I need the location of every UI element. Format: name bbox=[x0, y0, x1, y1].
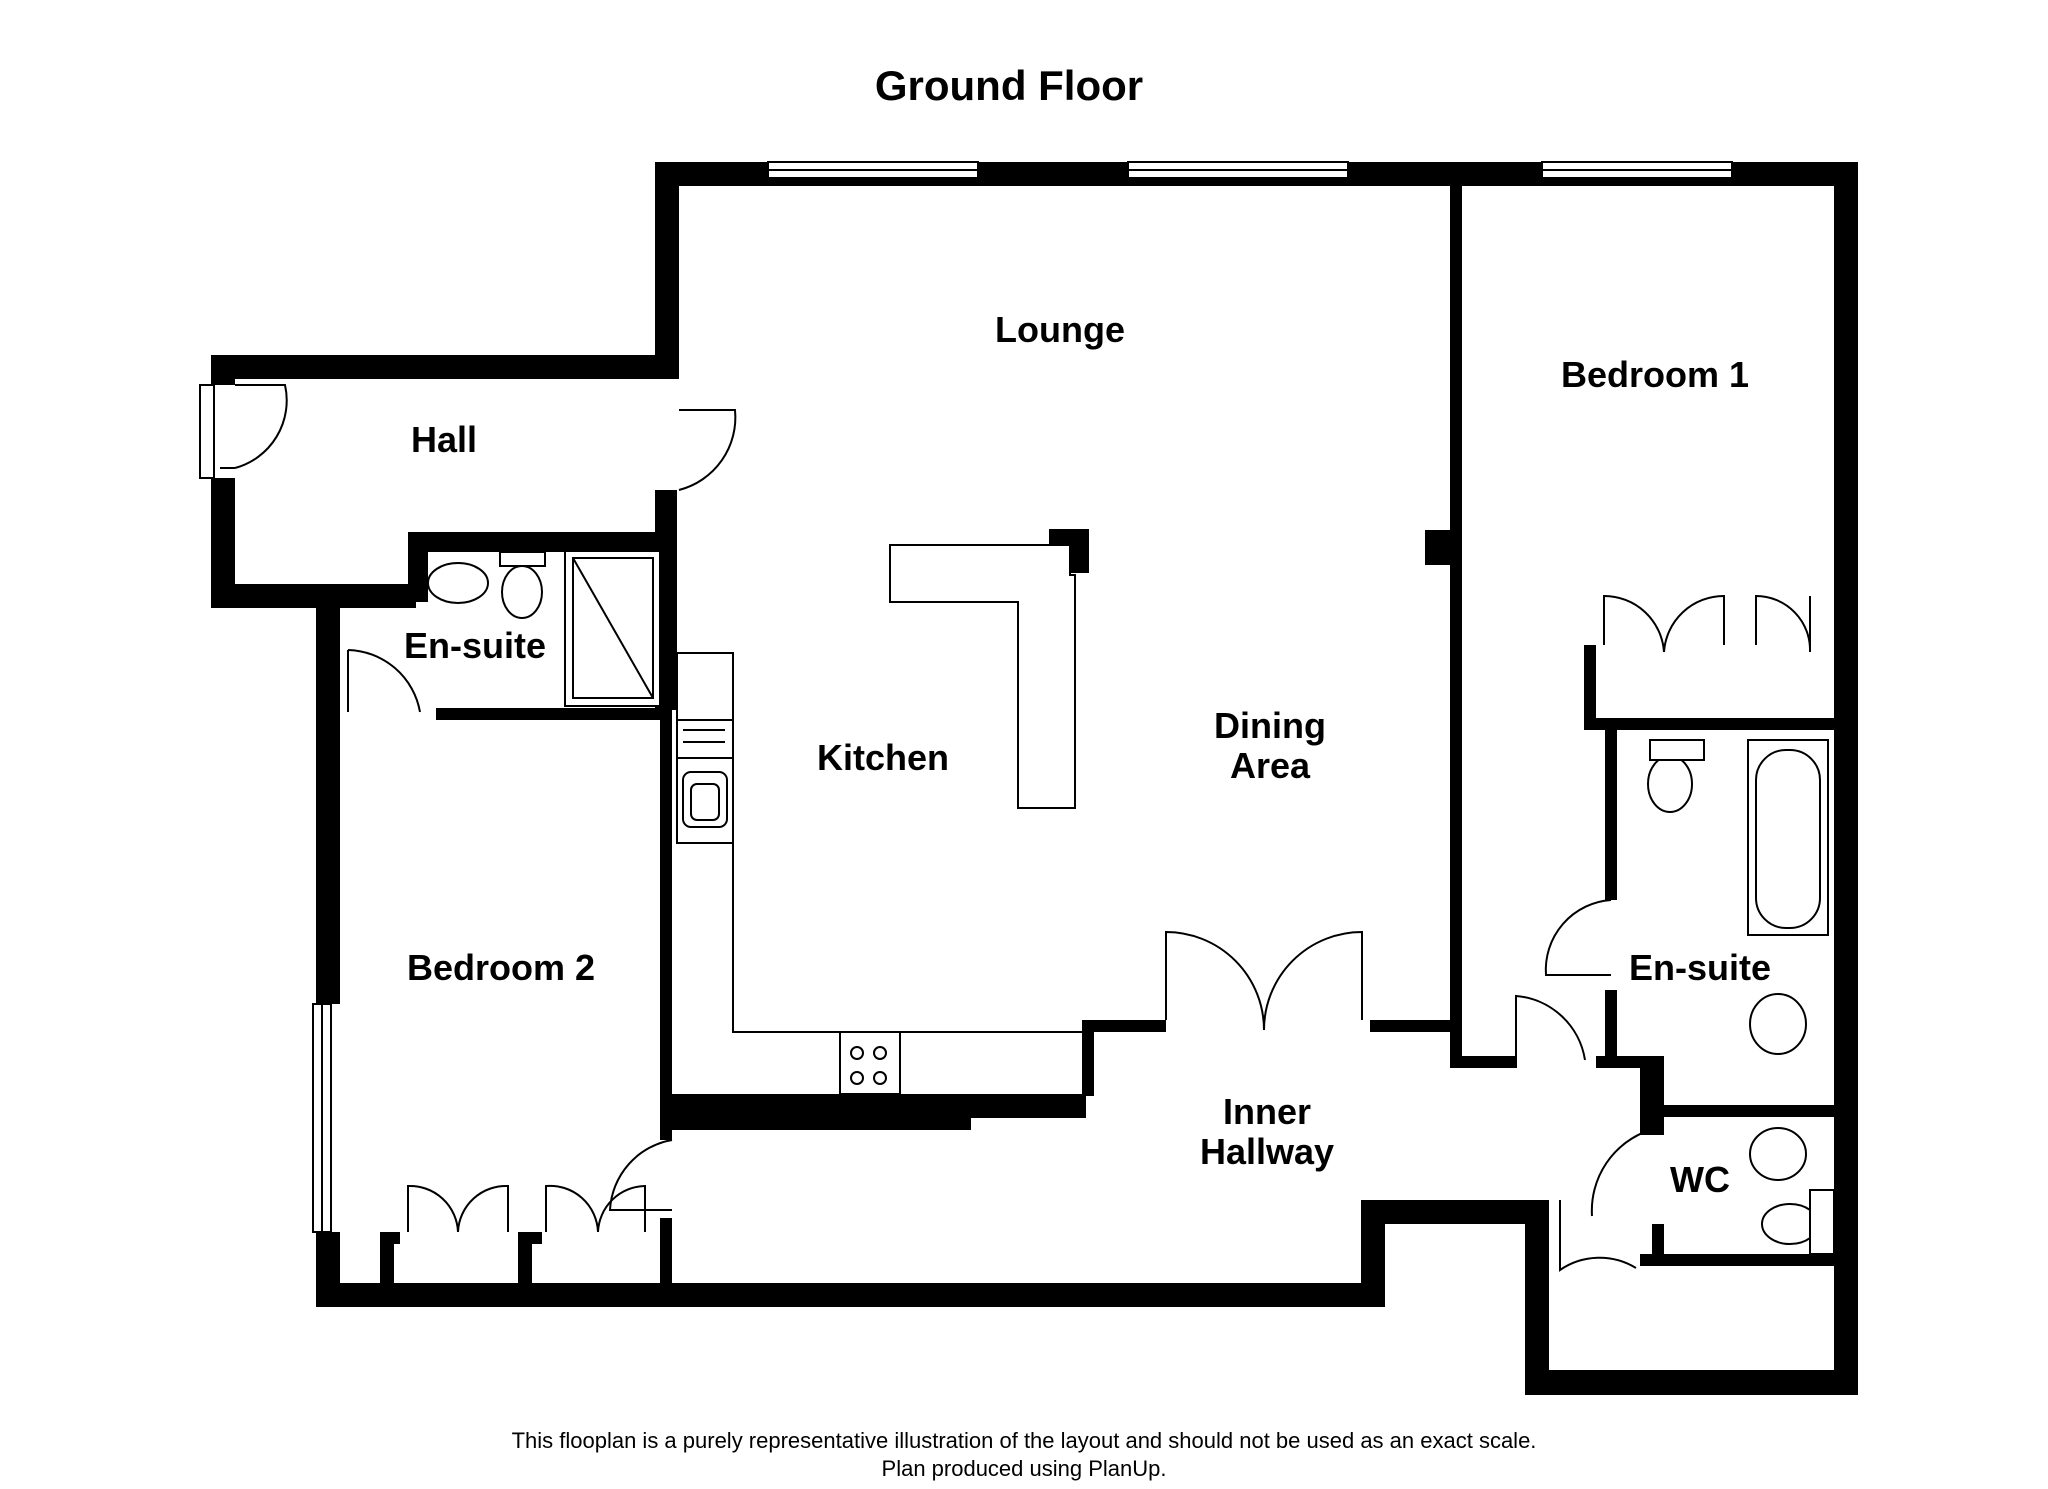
room-label-wc: WC bbox=[1670, 1159, 1730, 1200]
room-label-inner-hallway: Inner Hallway bbox=[1200, 1092, 1334, 1172]
room-label-bedroom2: Bedroom 2 bbox=[406, 947, 596, 988]
room-label-ensuite-right: En-suite bbox=[1628, 947, 1772, 988]
room-label-lounge: Lounge bbox=[995, 309, 1125, 350]
inner-hallway-line1: Inner bbox=[1222, 1091, 1312, 1132]
room-label-dining-area: Dining Area bbox=[1214, 706, 1326, 786]
inner-hallway-line2: Hallway bbox=[1199, 1131, 1335, 1172]
footer-credit: Plan produced using PlanUp. bbox=[881, 1456, 1167, 1481]
room-label-bedroom1: Bedroom 1 bbox=[1560, 354, 1750, 395]
floor-title: Ground Floor bbox=[874, 62, 1144, 109]
door-swings bbox=[220, 384, 1812, 1272]
walls bbox=[211, 162, 1858, 1395]
room-label-kitchen: Kitchen bbox=[816, 737, 950, 778]
bathroom-fittings bbox=[427, 550, 1835, 1255]
footer-disclaimer: This flooplan is a purely representative… bbox=[511, 1428, 1537, 1453]
room-label-hall: Hall bbox=[410, 419, 478, 460]
dining-line2: Area bbox=[1229, 745, 1311, 786]
dining-line1: Dining bbox=[1214, 705, 1326, 746]
kitchen-fittings bbox=[676, 544, 1082, 1095]
room-label-ensuite-left: En-suite bbox=[403, 625, 547, 666]
windows bbox=[199, 161, 1733, 1233]
